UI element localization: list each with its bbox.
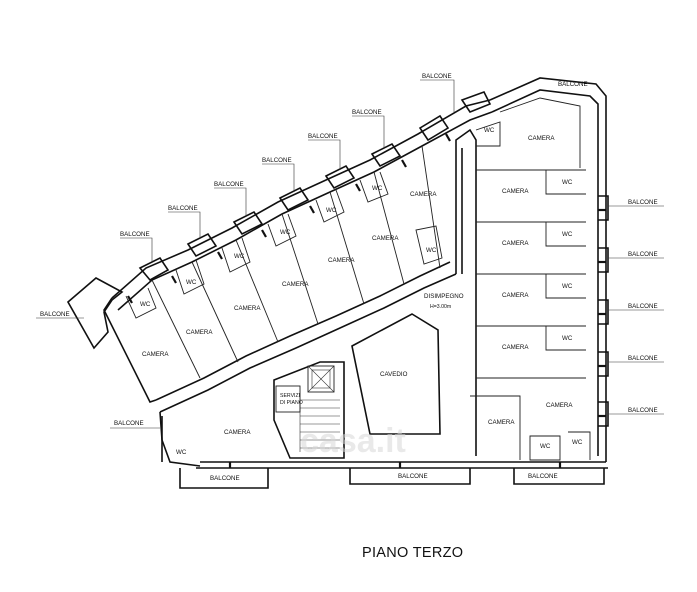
label-camera-4: CAMERA	[282, 281, 309, 288]
label-balcone-d6: BALCONE	[120, 231, 150, 238]
label-camera-9: CAMERA	[502, 188, 529, 195]
label-balcone-e3: BALCONE	[628, 303, 658, 310]
watermark: casa.it	[300, 422, 406, 460]
label-balcone-d1: BALCONE	[352, 109, 382, 116]
label-wc-3: WC	[234, 253, 245, 260]
label-balcone-e4: BALCONE	[628, 355, 658, 362]
label-wc-11: WC	[562, 283, 573, 290]
label-camera-8: CAMERA	[528, 135, 555, 142]
label-camera-10: CAMERA	[502, 240, 529, 247]
label-camera-1: CAMERA	[142, 351, 169, 358]
label-camera-6: CAMERA	[372, 235, 399, 242]
label-wc-9: WC	[562, 179, 573, 186]
label-servizi-1: SERVIZI	[280, 393, 300, 399]
label-disimpegno: DISIMPEGNO	[424, 293, 464, 300]
bottom-balconies	[110, 416, 605, 489]
label-camera-12: CAMERA	[502, 344, 529, 351]
label-camera-14: CAMERA	[546, 402, 573, 409]
room-labels: BALCONE BALCONE BALCONE BALCONE BALCONE …	[40, 73, 658, 482]
label-balcone-e2: BALCONE	[628, 251, 658, 258]
label-height: H=3.00m	[430, 304, 451, 310]
label-wc-1: WC	[140, 301, 151, 308]
balcony-west	[66, 277, 124, 350]
label-balcone-d2: BALCONE	[308, 133, 338, 140]
label-wc-6: WC	[372, 185, 383, 192]
label-wc-4: WC	[280, 229, 291, 236]
label-camera-15: CAMERA	[224, 429, 251, 436]
label-cavedio: CAVEDIO	[380, 371, 408, 378]
building-outline	[103, 77, 608, 469]
label-camera-2: CAMERA	[186, 329, 213, 336]
right-wing-rooms	[470, 97, 591, 461]
wall-openings	[127, 133, 606, 468]
label-balcone-top: BALCONE	[422, 73, 452, 80]
label-wc-13: WC	[540, 443, 551, 450]
label-balcone-bottom-2: BALCONE	[398, 473, 428, 480]
label-balcone-d3: BALCONE	[262, 157, 292, 164]
diagonal-balconies	[36, 79, 492, 319]
diagonal-room-partitions	[125, 145, 443, 379]
label-wc-10: WC	[562, 231, 573, 238]
label-wc-5: WC	[326, 207, 337, 214]
drawing-title: PIANO TERZO	[362, 545, 463, 561]
label-servizi-2: DI PIANO	[280, 400, 303, 406]
label-camera-11: CAMERA	[502, 292, 529, 299]
label-balcone-west: BALCONE	[40, 311, 70, 318]
label-balcone-left-low: BALCONE	[114, 420, 144, 427]
label-balcone-e1: BALCONE	[628, 199, 658, 206]
label-wc-14: WC	[572, 439, 583, 446]
label-camera-7: CAMERA	[410, 191, 437, 198]
label-wc-7: WC	[426, 247, 437, 254]
label-balcone-e5: BALCONE	[628, 407, 658, 414]
right-balconies	[598, 195, 664, 427]
label-wc-2: WC	[186, 279, 197, 286]
stair-core	[273, 361, 345, 459]
label-camera-5: CAMERA	[328, 257, 355, 264]
label-balcone-bottom-3: BALCONE	[528, 473, 558, 480]
cavedio	[351, 313, 441, 435]
label-camera-13: CAMERA	[488, 419, 515, 426]
label-wc-8: WC	[484, 127, 495, 134]
label-wc-15: WC	[176, 449, 187, 456]
label-balcone-bottom-1: BALCONE	[210, 475, 240, 482]
label-balcone-d4: BALCONE	[214, 181, 244, 188]
label-camera-3: CAMERA	[234, 305, 261, 312]
label-balcone-top-right: BALCONE	[558, 81, 588, 88]
label-balcone-d5: BALCONE	[168, 205, 198, 212]
label-wc-12: WC	[562, 335, 573, 342]
